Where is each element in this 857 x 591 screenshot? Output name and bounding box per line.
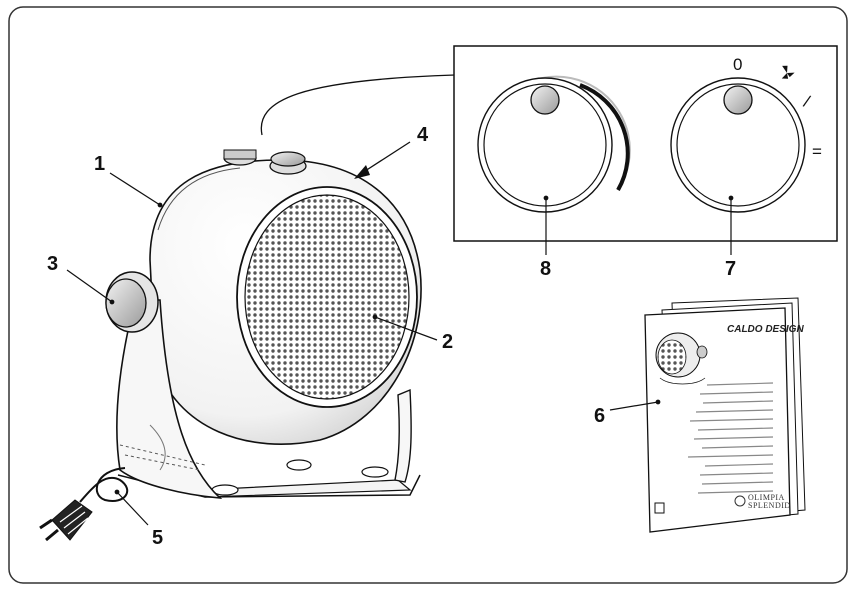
selector-off-label: 0: [733, 55, 742, 74]
brand-line-1: OLIMPIA: [748, 493, 785, 502]
arrow-4: [354, 141, 411, 179]
callout-8: 8: [540, 258, 551, 280]
selector-low-label: /: [801, 92, 812, 112]
controls-inset: 0 / =: [453, 45, 838, 242]
callout-7: 7: [725, 258, 736, 280]
callout-5: 5: [152, 527, 163, 549]
mode-selector-knob: 0 / =: [670, 55, 822, 213]
selector-high-label: =: [812, 142, 822, 161]
brand-line-2: SPLENDID: [748, 501, 791, 510]
leader-lines: [66, 172, 734, 526]
plug-icon: [39, 499, 93, 542]
callout-1: 1: [94, 153, 105, 175]
instruction-booklet: CALDO DESIGN OLIMPIA SPLENDID: [644, 297, 806, 533]
callout-6: 6: [594, 405, 605, 427]
callout-2: 2: [442, 331, 453, 353]
fan-icon: [781, 65, 795, 79]
thermostat-knob: [477, 75, 631, 213]
callout-4: 4: [417, 124, 429, 146]
callout-3: 3: [47, 253, 58, 275]
heater-illustration: [39, 74, 456, 542]
booklet-title: CALDO DESIGN: [727, 324, 804, 335]
